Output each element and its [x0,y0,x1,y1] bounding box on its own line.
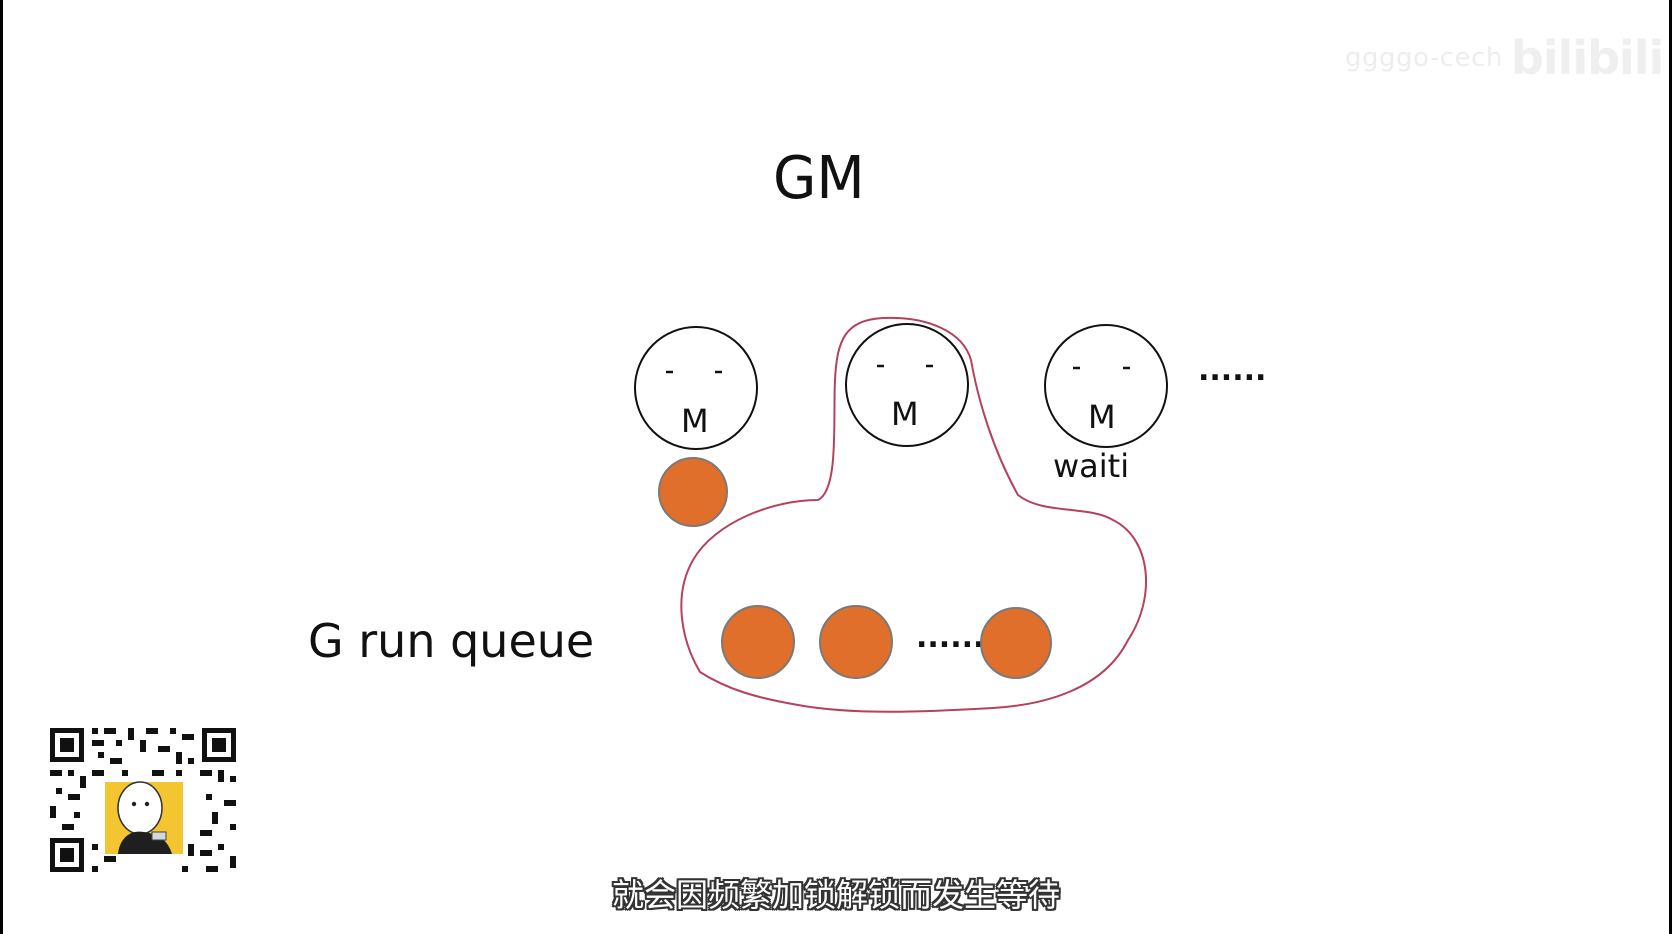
queued-goroutine-3 [980,607,1052,679]
mascot-icon [105,781,183,854]
waiting-label: waiti [1053,447,1129,485]
bilibili-watermark: ggggo-cech bilibili [1345,28,1664,88]
m-label: M [681,402,709,440]
m-thread-1: M [634,326,758,450]
qr-code [48,726,240,874]
m-thread-2: M [845,323,969,447]
goroutine-running [658,457,728,527]
slide-title: GM [773,144,865,213]
run-queue-label: G run queue [308,614,594,668]
gm-diagram: M M M waiti ...... G run queue [308,316,1266,713]
video-subtitle: 就会因频繁加锁解锁而发生等待 [611,876,1060,914]
queued-goroutine-1 [721,605,795,679]
queued-goroutine-2 [819,605,893,679]
watermark-channel-id: ggggo-cech [1345,43,1503,73]
m-label: M [891,395,919,433]
bilibili-logo: bilibili [1510,31,1664,85]
slide-canvas: ggggo-cech bilibili GM M M [3,0,1669,934]
queue-ellipsis: ...... [916,620,984,655]
m-label: M [1088,398,1116,436]
lock-outline [680,316,1147,713]
m-row-ellipsis: ...... [1198,353,1266,388]
m-thread-3: M [1044,324,1168,448]
